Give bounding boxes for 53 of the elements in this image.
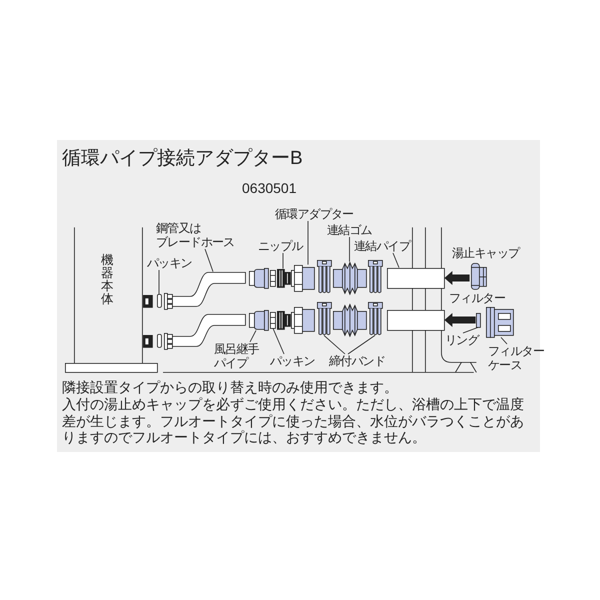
adapter-fitting <box>290 264 314 292</box>
part-label: 締付バンド <box>329 354 386 368</box>
pipe-fitting <box>248 310 268 330</box>
leader-line <box>348 335 376 354</box>
connecting-pipe <box>386 310 444 330</box>
part-label: ニップル <box>258 239 303 253</box>
leader-line <box>500 337 508 344</box>
pipe-fitting <box>248 268 268 288</box>
leader-line <box>204 248 214 272</box>
leader-line <box>392 252 400 268</box>
connecting-pipe <box>386 268 444 288</box>
part-label: フィルターケース <box>488 344 548 372</box>
leader-line <box>349 236 350 262</box>
ring <box>476 312 480 328</box>
part-label: フィルター <box>449 291 506 305</box>
hose-clamp <box>368 302 382 336</box>
hose-clamp <box>316 260 332 294</box>
leader-line <box>324 335 346 354</box>
leader-line <box>462 327 478 334</box>
leader-line <box>272 328 284 354</box>
leader-line <box>282 252 284 269</box>
hose <box>164 272 246 310</box>
gasket <box>156 334 162 348</box>
title: 循環パイプ接続アダプターB <box>62 147 303 170</box>
part-label: 鋼管又はブレードホース <box>156 221 238 249</box>
block-arrow <box>444 313 476 327</box>
leader-line <box>158 270 160 294</box>
part-number: 0630501 <box>242 180 297 196</box>
leader-line <box>250 330 256 342</box>
threaded-nipple <box>276 268 290 288</box>
rubber-sleeve <box>332 304 366 336</box>
filter-case <box>486 306 514 338</box>
part-label: パッキン <box>270 354 315 368</box>
stopper-cap <box>470 262 488 290</box>
adapter-fitting <box>290 306 314 334</box>
part-label: 連結ゴム <box>327 223 372 237</box>
rubber-sleeve <box>332 262 366 294</box>
part-label: 連結パイプ <box>354 239 410 253</box>
part-label: 循環アダプター <box>275 207 354 221</box>
gasket <box>270 312 276 328</box>
part-label: 機器本体 <box>101 254 114 306</box>
hose-clamp <box>368 260 382 294</box>
gasket <box>270 270 276 286</box>
gasket <box>156 294 162 308</box>
part-label: 風呂継手パイプ <box>214 342 262 370</box>
threaded-nipple <box>276 310 290 330</box>
part-label: パッキン <box>147 256 192 270</box>
part-label: リング <box>445 333 479 347</box>
note-text: 入付の湯止めキャップを必ずご使用ください。ただし、浴槽の上下で温度差が生じます。フルオートタイプに使った場合、水位がバラつくことがありますのでフルオートタイプには、おすすめできません。 <box>62 396 525 446</box>
block-arrow <box>444 271 470 285</box>
hose-clamp <box>316 302 332 336</box>
note-text: 隣接設置タイプからの取り替え時のみ使用できます。 <box>62 379 399 396</box>
part-label: 湯止キャップ <box>452 246 520 260</box>
